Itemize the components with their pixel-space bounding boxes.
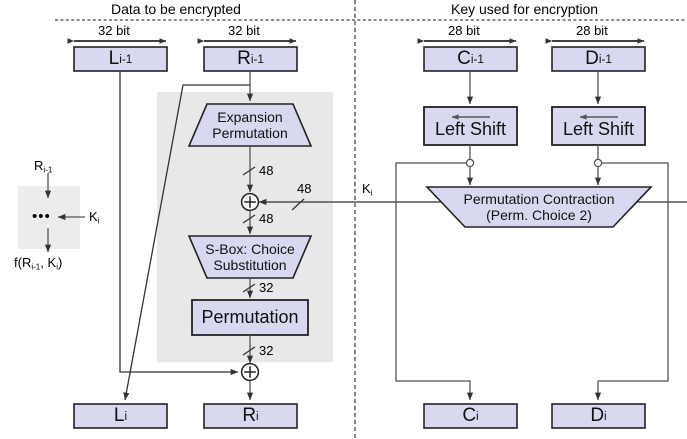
wire-junction-c-to-cnext xyxy=(395,162,474,401)
register-box-r-next xyxy=(203,403,298,429)
register-sub-r-next: i xyxy=(256,409,259,423)
block-label-permutation: Permutation xyxy=(201,307,299,327)
legend-output-label: f(Ri-1, Ki) xyxy=(14,255,62,271)
block-label-expansion-permutation: Expansion Permutation xyxy=(189,104,311,146)
legend-output-suffix: ) xyxy=(58,255,63,270)
legend-output-prefix: f(R xyxy=(14,255,32,270)
register-sub-l-prev: i-1 xyxy=(119,52,133,66)
register-sub-d-prev: i-1 xyxy=(598,52,612,66)
register-base-c-prev: C xyxy=(457,48,471,69)
pc2-line2: (Perm. Choice 2) xyxy=(486,207,592,223)
xor-gate-top xyxy=(240,192,260,212)
register-base-c-next: C xyxy=(462,405,477,426)
register-box-l-prev xyxy=(73,46,168,72)
shape-left-shift-c xyxy=(423,106,518,146)
legend-key-label: Ki xyxy=(89,209,99,225)
register-box-r-prev xyxy=(203,46,298,72)
shape-permutation-box xyxy=(191,299,309,336)
register-box-l-next xyxy=(73,403,168,429)
bit-label-l-prev: 32 bit xyxy=(98,23,130,38)
wire-label-subkey: Ki xyxy=(362,181,372,197)
shape-permutation-contraction xyxy=(425,186,653,228)
xor-gate-bottom xyxy=(240,362,260,382)
block-label-left-shift-c: Left Shift xyxy=(434,118,507,139)
block-label-left-shift-d: Left Shift xyxy=(562,118,635,139)
shape-left-shift-d xyxy=(551,106,646,146)
legend-output-sub2: i xyxy=(56,262,58,272)
register-sub-c-next: i xyxy=(476,409,479,423)
register-base-l-prev: L xyxy=(108,48,120,69)
legend-key-base: K xyxy=(89,209,98,224)
register-sub-d-next: i xyxy=(604,409,607,423)
register-sub-c-prev: i-1 xyxy=(470,52,484,66)
wire-label-xor-out: 48 xyxy=(259,211,274,226)
register-base-d-prev: D xyxy=(585,48,599,69)
subkey-base: K xyxy=(362,181,371,196)
legend-input-base: R xyxy=(34,158,44,173)
register-base-r-prev: R xyxy=(237,48,251,69)
wire-junction-d-to-dnext xyxy=(594,162,669,401)
shape-expansion-permutation xyxy=(187,103,313,147)
junction-node-d xyxy=(593,158,603,168)
expansion-line2: Permutation xyxy=(212,125,288,141)
legend-dots: ••• xyxy=(32,208,51,225)
header-right: Key used for encryption xyxy=(451,1,599,17)
legend-input-sub: i-1 xyxy=(43,165,53,175)
expansion-line1: Expansion xyxy=(217,108,283,125)
register-box-d-next xyxy=(551,403,646,429)
block-label-permutation-contraction: Permutation Contraction (Perm. Choice 2) xyxy=(427,187,651,227)
wire-lprev-to-xor xyxy=(119,71,239,376)
header-left: Data to be encrypted xyxy=(111,1,241,17)
register-base-l-next: L xyxy=(113,405,125,426)
wire-label-permutation-out: 32 xyxy=(259,343,274,358)
bit-label-d-prev: 28 bit xyxy=(576,23,608,38)
legend-key-sub: i xyxy=(97,216,100,226)
wire-label-expansion-out: 48 xyxy=(259,163,274,178)
tick-subkey-in xyxy=(291,198,305,211)
register-box-d-prev xyxy=(551,46,646,72)
subkey-sub: i xyxy=(370,188,373,198)
wire-label-sbox-out: 32 xyxy=(259,280,274,295)
register-sub-r-prev: i-1 xyxy=(250,52,264,66)
tick-permutation-out xyxy=(242,346,256,356)
tick-expansion-out xyxy=(242,166,256,176)
wire-rprev-to-lnext xyxy=(123,84,250,401)
register-box-c-next xyxy=(423,403,518,429)
pc2-line1: Permutation Contraction xyxy=(463,190,615,207)
junction-node-c xyxy=(465,158,475,168)
bit-label-r-prev: 32 bit xyxy=(228,23,260,38)
legend-output-mid: , K xyxy=(40,255,57,270)
shape-sbox-substitution xyxy=(187,235,313,279)
legend-input-label: Ri-1 xyxy=(34,158,52,174)
sbox-line1: S-Box: Choice xyxy=(205,240,295,257)
tick-xor-out xyxy=(242,214,256,224)
wire-label-key-in: 48 xyxy=(297,181,312,196)
register-base-r-next: R xyxy=(242,405,257,426)
block-label-sbox: S-Box: Choice Substitution xyxy=(189,236,311,278)
register-sub-l-next: i xyxy=(124,409,128,423)
sbox-line2: Substitution xyxy=(213,257,287,273)
register-base-d-next: D xyxy=(590,405,605,426)
legend-output-sub1: i-1 xyxy=(31,262,41,272)
bit-label-c-prev: 28 bit xyxy=(448,23,480,38)
tick-sbox-out xyxy=(242,283,256,293)
